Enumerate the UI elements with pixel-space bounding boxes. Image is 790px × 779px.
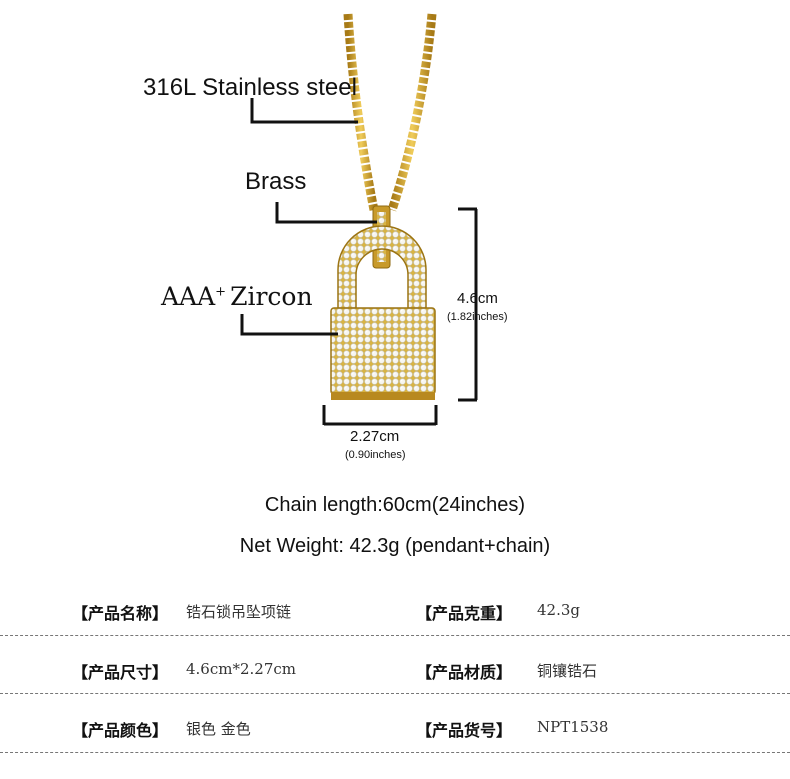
width-bracket	[322, 405, 438, 426]
zircon-label-rest: Zircon	[230, 282, 313, 311]
lock-body	[330, 307, 436, 400]
width-cm: 2.27cm	[350, 428, 400, 445]
height-in: (1.82inches)	[447, 311, 508, 323]
row-divider	[0, 635, 790, 636]
brass-leader	[275, 202, 377, 224]
zircon-label-main: AAA	[161, 282, 216, 311]
spec-val-material: 铜镶锆石	[537, 662, 598, 680]
zircon-label: AAA+Zircon	[161, 282, 313, 311]
spec-key-weight: 【产品克重】	[416, 604, 513, 623]
spec-val-sku: NPT1538	[537, 718, 609, 736]
zircon-leader	[240, 314, 338, 336]
height-cm: 4.6cm	[457, 290, 498, 307]
row-divider	[0, 752, 790, 753]
spec-key-name: 【产品名称】	[72, 604, 169, 623]
width-in: (0.90inches)	[345, 449, 406, 461]
spec-key-size: 【产品尺寸】	[72, 663, 169, 682]
spec-key-color: 【产品颜色】	[72, 721, 169, 740]
net-weight: Net Weight: 42.3g (pendant+chain)	[239, 535, 551, 557]
zircon-label-sup: +	[215, 284, 227, 300]
spec-key-sku: 【产品货号】	[416, 721, 513, 740]
spec-val-size: 4.6cm*2.27cm	[186, 660, 297, 678]
row-divider	[0, 693, 790, 694]
spec-val-weight: 42.3g	[537, 601, 581, 619]
chain-length: Chain length:60cm(24inches)	[264, 494, 526, 516]
steel-leader	[250, 98, 358, 124]
spec-val-name: 锆石锁吊坠项链	[186, 603, 292, 621]
steel-label: 316L Stainless steel	[143, 74, 357, 101]
spec-val-color: 银色 金色	[186, 720, 251, 738]
lock-shackle	[337, 225, 427, 316]
spec-key-material: 【产品材质】	[416, 663, 513, 682]
brass-label: Brass	[245, 168, 307, 195]
rope-chain	[343, 13, 437, 212]
height-bracket	[458, 207, 478, 402]
product-illustration	[240, 13, 478, 426]
